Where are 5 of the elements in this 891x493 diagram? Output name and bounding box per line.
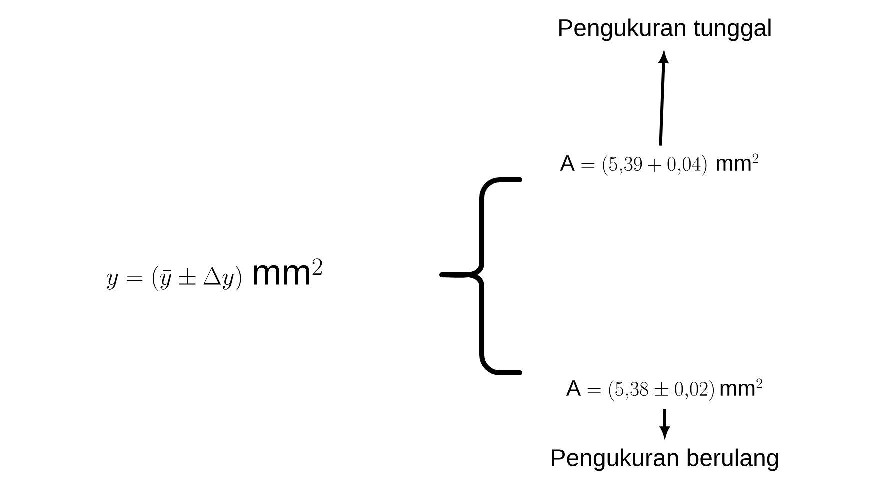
formula: $\mathrm{A} = \left(5{,}39 + 0{,}04\right)\,\mathrm{mm}^2$ <box>560 154 758 176</box>
caption-text: Pengukuran tunggal <box>560 18 771 42</box>
formula: $\mathrm{A} = \left(5{,}38 \pm 0{,}02\right)\mathrm{mm}^2$ <box>566 378 762 401</box>
formula: $y=\left(\bar{y} \pm \Delta y\right)\,\mathrm{mm}^2$ <box>106 258 322 291</box>
caption-text: Pengukuran berulang <box>552 448 778 472</box>
